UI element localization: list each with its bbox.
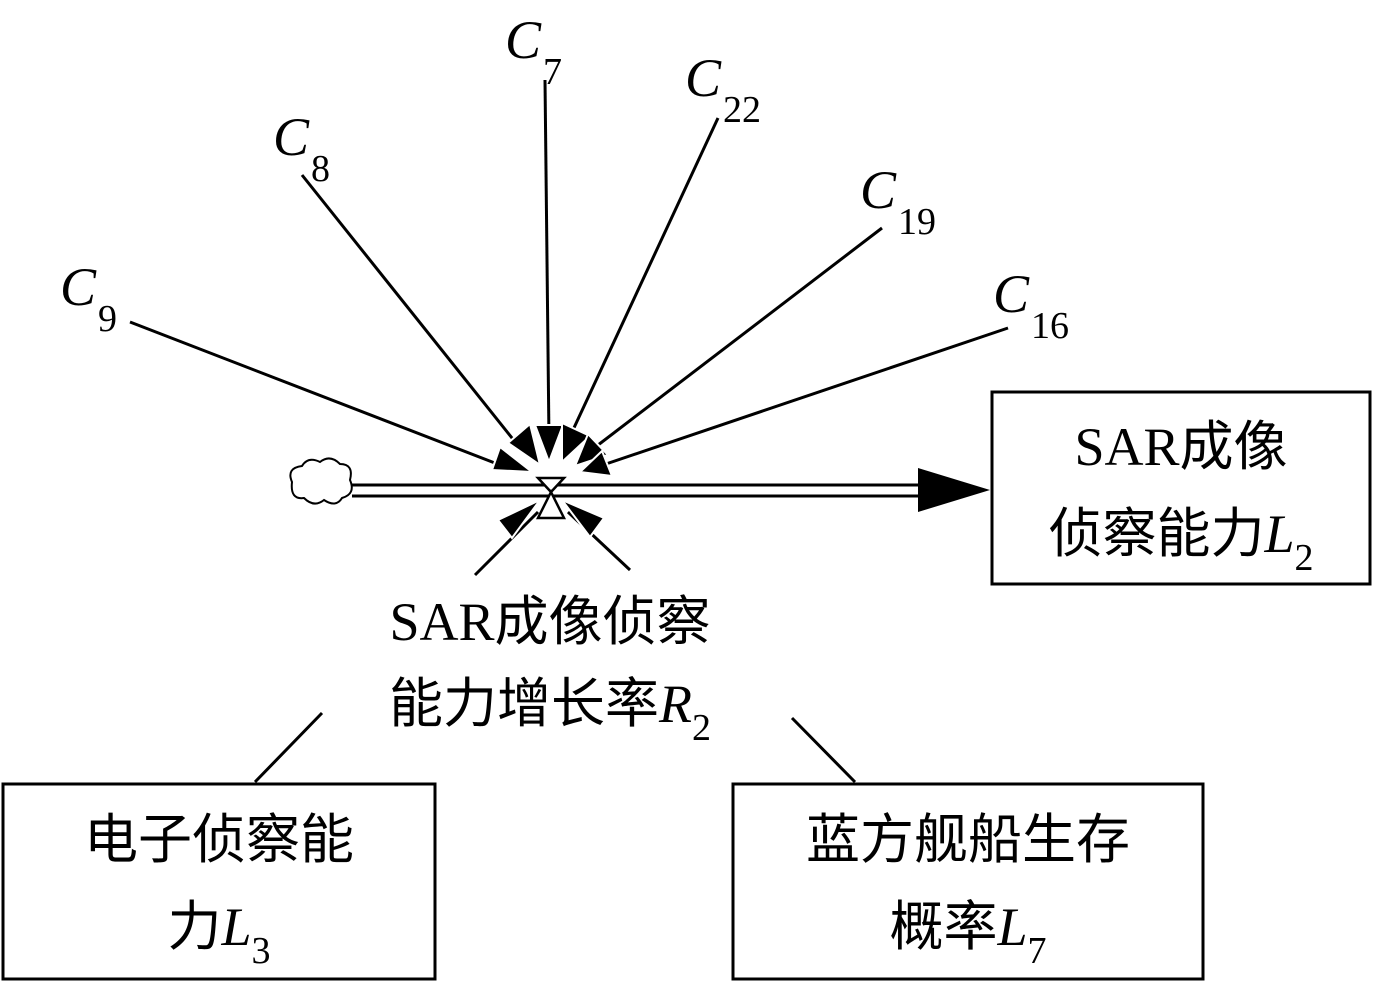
rate-label-r2: SAR成像侦察 能力增长率R2 xyxy=(389,592,711,749)
rate-r2-line1: SAR成像侦察 xyxy=(389,592,710,652)
connector-l3 xyxy=(253,711,324,784)
valve-arrowheads xyxy=(490,421,614,540)
label-c22: C22 xyxy=(685,48,761,131)
arrowhead-c16 xyxy=(577,449,614,478)
connector-c22 xyxy=(564,117,720,446)
flow-arrowhead xyxy=(918,468,990,512)
stock-l2-line2: 侦察能力L2 xyxy=(1048,504,1313,579)
connector-c8 xyxy=(300,174,522,449)
connector-l7 xyxy=(790,716,857,784)
connector-c9 xyxy=(129,320,501,467)
stock-box-l3: 电子侦察能 力L3 xyxy=(1,782,437,981)
rate-r2-line2: 能力增长率R2 xyxy=(389,674,711,749)
arrowhead-c9 xyxy=(490,445,536,474)
stock-l7-line1: 蓝方舰船生存 xyxy=(806,810,1130,870)
stock-l7-line2: 概率L7 xyxy=(889,897,1046,972)
valve xyxy=(535,476,567,520)
label-c7: C7 xyxy=(505,10,562,93)
label-c16: C16 xyxy=(993,264,1069,347)
cloud-source xyxy=(289,457,353,505)
stock-l3-line1: 电子侦察能 xyxy=(84,810,354,870)
c-labels: C7 C22 C8 C19 C9 C16 xyxy=(60,10,1069,347)
connector-c16 xyxy=(599,326,1009,468)
connector-c19 xyxy=(584,226,883,457)
stock-l3-line2: 力L3 xyxy=(167,897,270,972)
label-c19: C19 xyxy=(860,160,936,243)
arrowhead-c22 xyxy=(561,421,592,465)
stock-l2-line1: SAR成像 xyxy=(1074,417,1287,477)
label-c8: C8 xyxy=(273,107,330,190)
arrowhead-label-right xyxy=(558,497,606,539)
connector-label-left xyxy=(473,510,540,577)
stock-box-l2: SAR成像 侦察能力L2 xyxy=(990,390,1372,586)
label-c9: C9 xyxy=(60,257,117,340)
connector-lines xyxy=(129,79,1009,784)
arrowhead-c7 xyxy=(533,424,565,465)
stock-box-l7: 蓝方舰船生存 概率L7 xyxy=(731,782,1205,981)
arrowhead-label-left xyxy=(496,499,541,540)
connector-c7 xyxy=(543,79,551,441)
arrowhead-c8 xyxy=(506,422,542,468)
